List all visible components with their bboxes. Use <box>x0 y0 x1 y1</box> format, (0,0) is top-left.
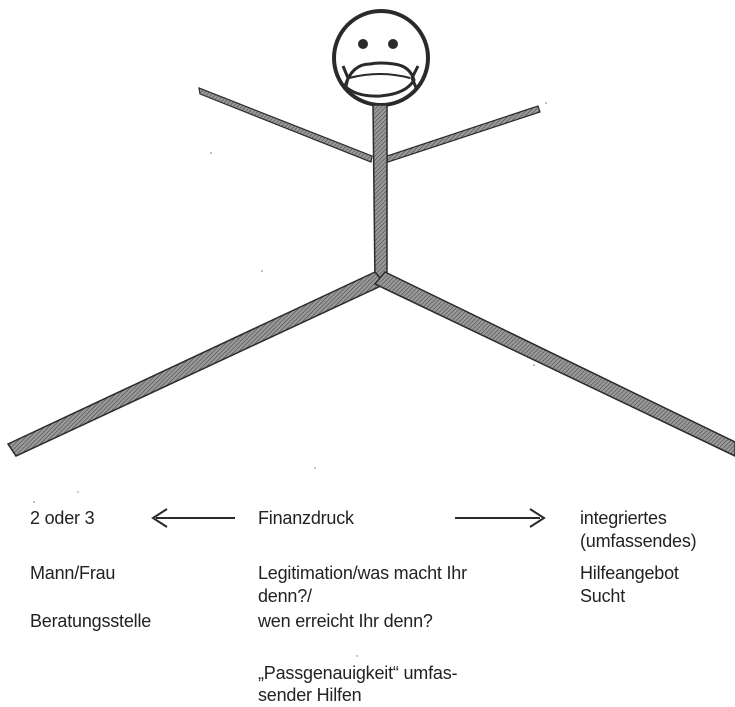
passgenauigkeit-line-1: „Passgenauigkeit“ umfas- <box>258 662 457 684</box>
sad-face-icon <box>334 11 428 105</box>
legs <box>8 272 735 456</box>
left-label-persons: Mann/Frau <box>30 562 115 584</box>
right-label-line-1: integriertes <box>580 507 667 529</box>
left-arm <box>199 88 372 162</box>
right-leg <box>375 272 735 456</box>
right-label-line-4: Sucht <box>580 585 625 607</box>
legitimation-line-2: denn?/ <box>258 585 312 607</box>
finanzdruck-label: Finanzdruck <box>258 507 354 529</box>
right-label-line-3: Hilfeangebot <box>580 562 679 584</box>
right-eye <box>388 39 398 49</box>
frown-mouth <box>345 63 414 96</box>
left-label-number: 2 oder 3 <box>30 507 94 529</box>
passgenauigkeit-line-2: sender Hilfen <box>258 684 361 706</box>
arrow-right-icon <box>455 509 544 527</box>
left-label-office: Beratungsstelle <box>30 610 151 632</box>
arrow-left-icon <box>153 509 235 527</box>
right-label-line-2: (umfassendes) <box>580 530 696 552</box>
legitimation-line-1: Legitimation/was macht Ihr <box>258 562 467 584</box>
legitimation-line-3: wen erreicht Ihr denn? <box>258 610 433 632</box>
left-eye <box>358 39 368 49</box>
body-torso <box>373 105 387 283</box>
right-arm <box>381 106 540 164</box>
left-leg <box>8 272 385 456</box>
